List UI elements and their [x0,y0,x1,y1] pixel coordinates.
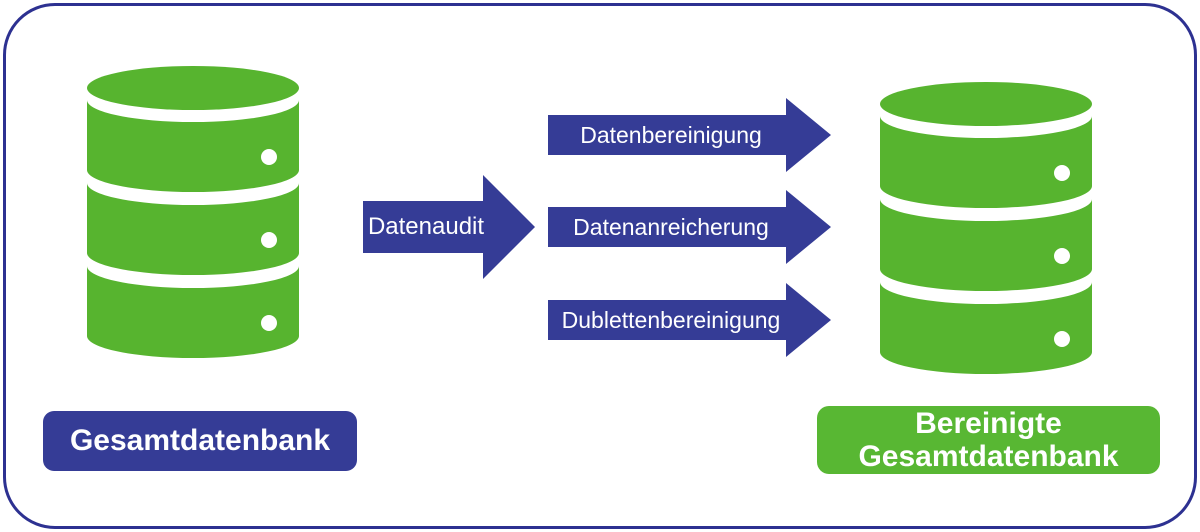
result-database-label-line1: Bereinigte [915,407,1062,440]
database-icon [880,82,1092,374]
right-arrow-icon [548,98,831,172]
process-arrow-datenanreicherung: Datenanreicherung [548,190,831,264]
process-arrow-dublettenbereinigung: Dublettenbereinigung [548,283,831,357]
process-arrow-label: Datenbereinigung [580,121,762,148]
process-arrow-label: Dublettenbereinigung [561,306,781,333]
process-arrow-datenbereinigung: Datenbereinigung [548,98,831,172]
right-arrow-icon [363,175,535,279]
datenaudit-arrow: Datenaudit [363,175,535,279]
process-arrow-label: Datenanreicherung [573,213,769,240]
right-arrow-icon [548,283,831,357]
result-database-label: Bereinigte Gesamtdatenbank [817,406,1160,474]
result-database-label-line2: Gesamtdatenbank [858,440,1119,473]
source-database-label-text: Gesamtdatenbank [69,424,331,457]
source-database-label: Gesamtdatenbank [43,411,357,471]
diagram-border [3,3,1197,529]
right-arrow-icon [548,190,831,264]
datenaudit-arrow-label: Datenaudit [367,213,485,240]
database-icon [87,66,299,358]
